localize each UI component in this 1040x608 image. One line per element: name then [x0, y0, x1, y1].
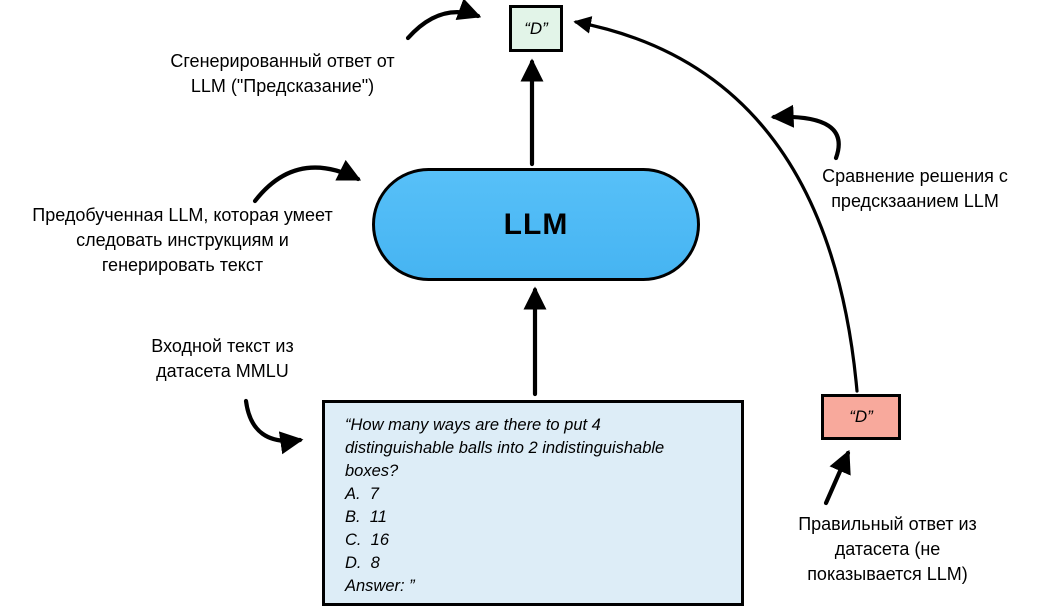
llm-label: LLM: [503, 207, 569, 241]
truth-value: “D”: [849, 407, 873, 426]
llm-node: LLM: [372, 168, 700, 281]
arrow-label-to-truth: [823, 449, 851, 506]
prediction-box: “D”: [509, 5, 563, 52]
truth-box: “D”: [821, 394, 901, 440]
prediction-value: “D”: [524, 18, 548, 38]
arrow-label-to-comparison-curve: [770, 104, 841, 161]
arrow-label-to-prompt: [243, 398, 304, 455]
arrow-label-to-llm: [252, 159, 362, 204]
arrow-label-to-prediction: [405, 0, 482, 41]
